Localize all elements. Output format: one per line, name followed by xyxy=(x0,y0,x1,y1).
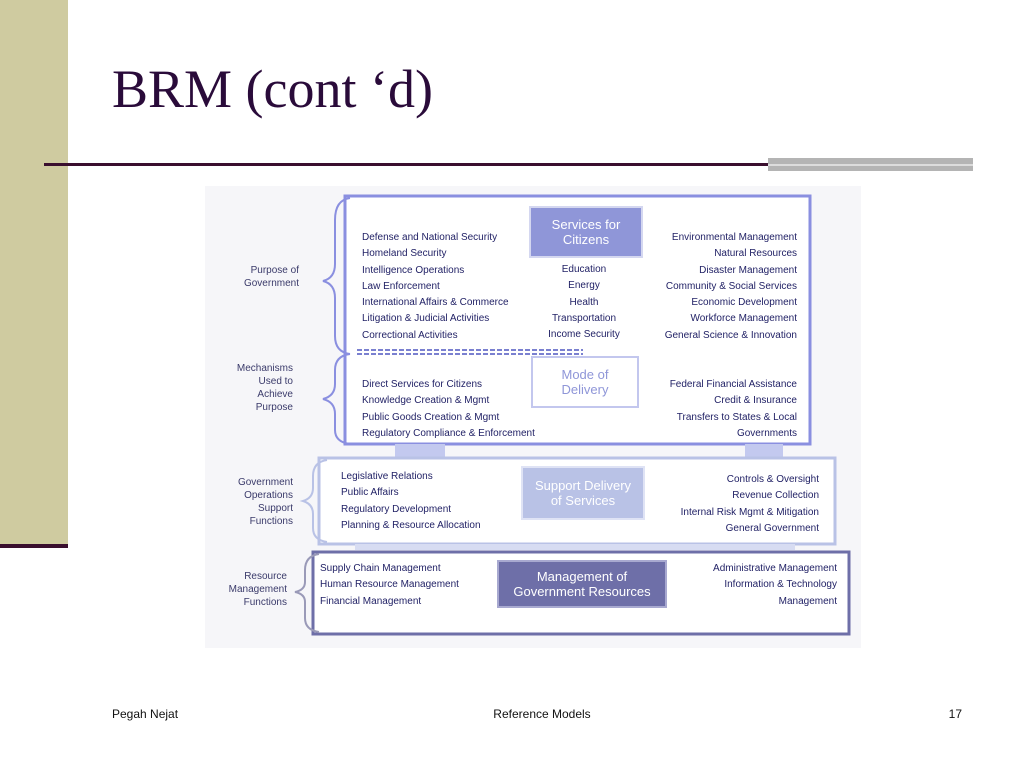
list-item: Human Resource Management xyxy=(320,579,459,591)
list-item: Internal Risk Mgmt & Mitigation xyxy=(680,506,819,518)
list-item: Energy xyxy=(568,280,600,292)
left-accent-bar xyxy=(0,0,68,548)
list-item: Administrative Management xyxy=(713,563,837,574)
list-item: General Government xyxy=(725,522,819,534)
list-item: Law Enforcement xyxy=(362,280,440,292)
list-item: International Affairs & Commerce xyxy=(362,297,509,309)
services-left-list: Defense and National Security Homeland S… xyxy=(362,230,509,344)
list-item: Homeland Security xyxy=(362,248,447,260)
list-item: Governments xyxy=(736,427,797,439)
delivery-right-list: Federal Financial Assistance Credit & In… xyxy=(641,377,797,442)
connector-right xyxy=(745,444,783,458)
list-item: Legislative Relations xyxy=(341,471,433,482)
list-item: General Science & Innovation xyxy=(664,329,797,341)
list-item: Public Goods Creation & Mgmt xyxy=(362,411,500,423)
resources-left-list: Supply Chain Management Human Resource M… xyxy=(320,561,459,610)
brace-mechanisms xyxy=(322,353,351,445)
support-connector xyxy=(355,544,795,550)
list-item: Community & Social Services xyxy=(665,280,797,292)
list-item: Workforce Management xyxy=(690,313,797,325)
services-right-list: Environmental Management Natural Resourc… xyxy=(641,230,797,344)
list-item: Economic Development xyxy=(691,297,797,309)
list-item: Natural Resources xyxy=(714,248,797,260)
services-center-list: Education Energy Health Transportation I… xyxy=(529,262,639,343)
resources-right-list: Administrative Management Information & … xyxy=(669,561,837,610)
support-left-list: Legislative Relations Public Affairs Reg… xyxy=(341,469,481,534)
list-item: Income Security xyxy=(548,329,620,341)
list-item: Controls & Oversight xyxy=(726,474,819,485)
page-number: 17 xyxy=(948,707,962,721)
delivery-left-list: Direct Services for Citizens Knowledge C… xyxy=(362,377,535,442)
list-item: Regulatory Compliance & Enforcement xyxy=(362,427,535,439)
support-right-list: Controls & Oversight Revenue Collection … xyxy=(645,472,819,537)
brace-operations xyxy=(299,459,328,543)
title-rule-accent-highlight xyxy=(768,164,973,166)
slide-title: BRM (cont ‘d) xyxy=(112,59,433,119)
title-rule xyxy=(44,163,770,166)
list-item: Information & Technology xyxy=(724,579,837,591)
footer-author: Pegah Nejat xyxy=(112,707,179,721)
left-accent-rule xyxy=(0,544,68,548)
list-item: Transportation xyxy=(551,312,617,324)
list-item: Management xyxy=(778,595,837,607)
list-item: Federal Financial Assistance xyxy=(669,379,797,390)
list-item: Public Affairs xyxy=(341,487,399,499)
list-item: Knowledge Creation & Mgmt xyxy=(362,395,490,407)
list-item: Regulatory Development xyxy=(341,503,452,515)
list-item: Education xyxy=(561,264,607,275)
list-item: Transfers to States & Local xyxy=(676,411,797,423)
connector-left xyxy=(395,444,445,458)
list-item: Disaster Management xyxy=(699,264,797,276)
list-item: Direct Services for Citizens xyxy=(362,379,483,390)
list-item: Correctional Activities xyxy=(362,329,458,341)
list-item: Environmental Management xyxy=(671,232,797,243)
footer-title: Reference Models xyxy=(493,707,591,721)
brace-resource xyxy=(294,553,320,633)
brace-purpose xyxy=(322,197,351,355)
list-item: Supply Chain Management xyxy=(320,563,441,574)
list-item: Financial Management xyxy=(320,595,422,607)
list-item: Defense and National Security xyxy=(362,232,498,243)
list-item: Litigation & Judicial Activities xyxy=(362,313,490,325)
list-item: Revenue Collection xyxy=(732,490,819,502)
list-item: Credit & Insurance xyxy=(714,395,797,407)
list-item: Intelligence Operations xyxy=(362,264,465,276)
list-item: Health xyxy=(569,296,599,308)
list-item: Planning & Resource Allocation xyxy=(341,519,481,531)
